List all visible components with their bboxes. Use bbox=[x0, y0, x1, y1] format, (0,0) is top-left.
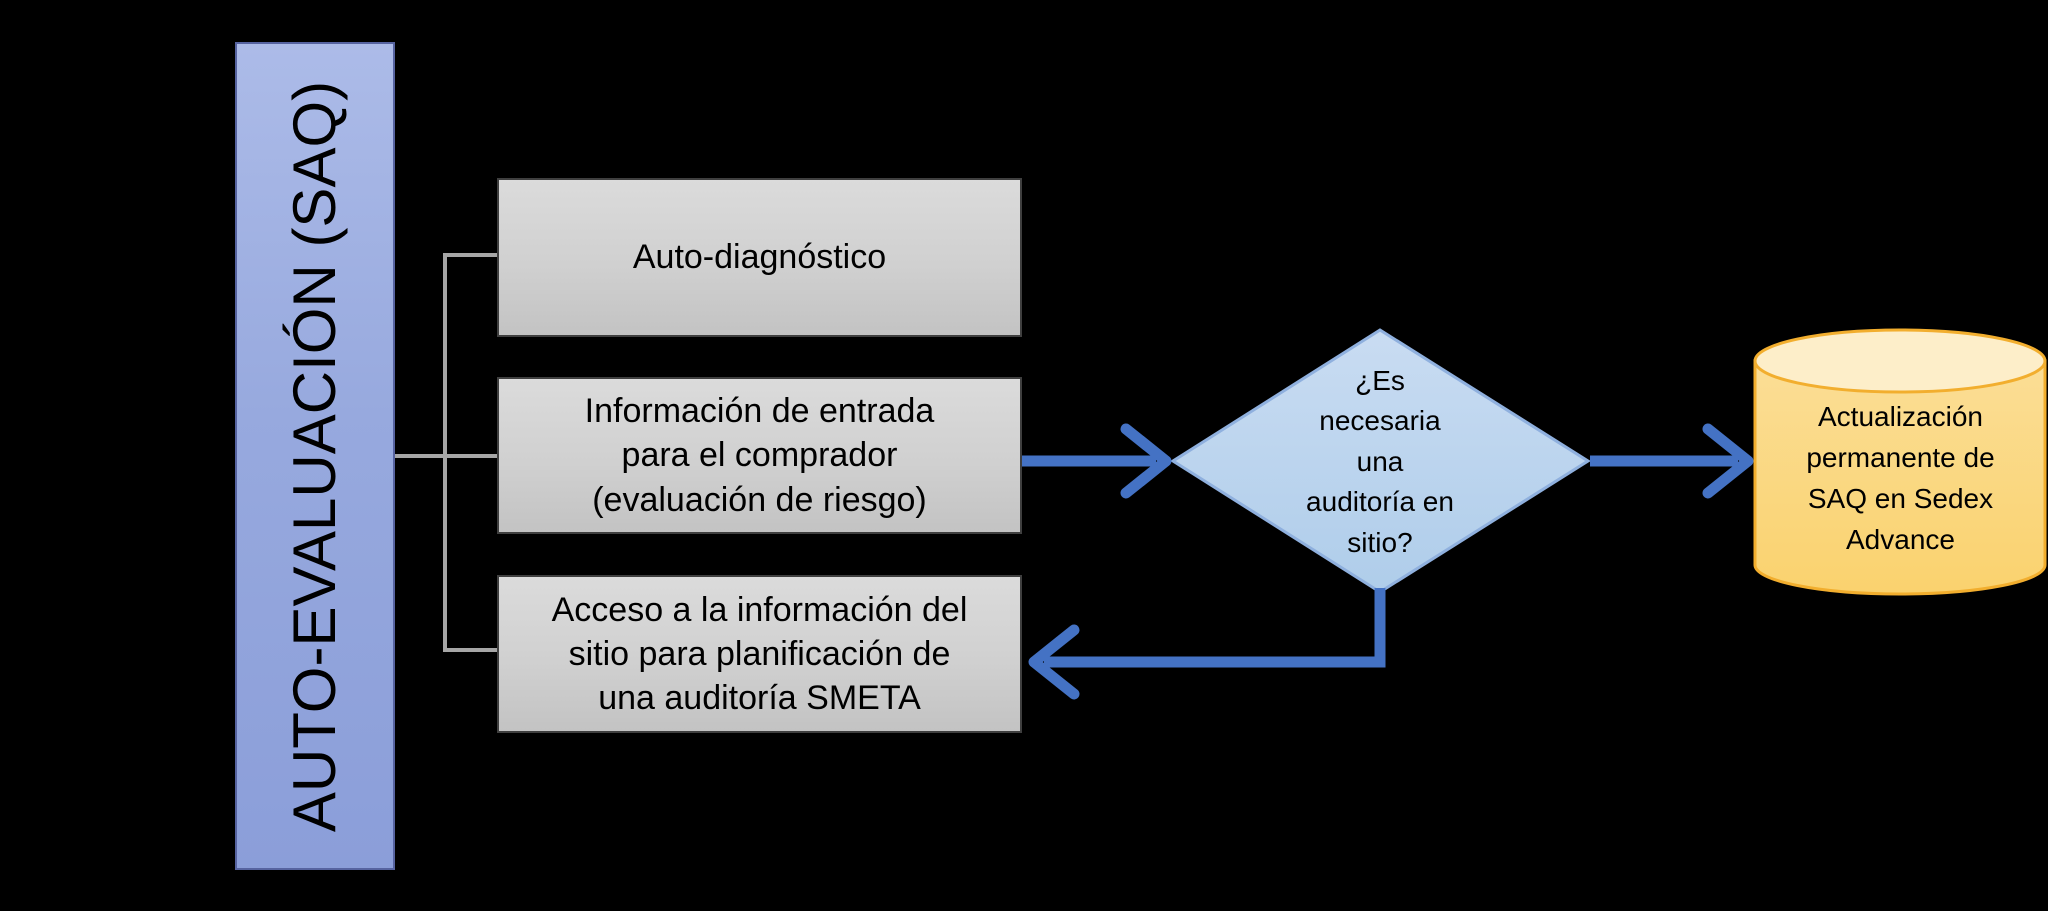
process-box-label: Auto-diagnóstico bbox=[632, 238, 887, 277]
process-box-auto-diagnostico: Auto-diagnóstico bbox=[497, 178, 1022, 337]
sidebar-category-bar: AUTO-EVALUACIÓN (SAQ) bbox=[235, 42, 395, 870]
connector-tree-lines bbox=[395, 253, 497, 652]
sidebar-label: AUTO-EVALUACIÓN (SAQ) bbox=[281, 80, 349, 832]
process-box-label: Acceso a la información del sitio para p… bbox=[551, 590, 968, 718]
decision-diamond-label-area: ¿Es necesaria una auditoría en sitio? bbox=[1235, 352, 1525, 572]
database-cylinder-label-area: Actualización permanente de SAQ en Sedex… bbox=[1763, 392, 2038, 564]
process-box-label: Información de entrada para el comprador… bbox=[584, 392, 935, 519]
database-cylinder-shape bbox=[1753, 328, 2047, 596]
decision-label: ¿Es necesaria una auditoría en sitio? bbox=[1306, 364, 1454, 558]
process-box-acceso-informacion: Acceso a la información del sitio para p… bbox=[497, 575, 1022, 733]
arrow-decision-to-smeta-box bbox=[1028, 588, 1386, 700]
process-box-informacion-entrada: Información de entrada para el comprador… bbox=[497, 377, 1022, 534]
datastore-label: Actualización permanente de SAQ en Sedex… bbox=[1806, 400, 1995, 556]
arrow-box-to-decision bbox=[1022, 423, 1172, 499]
arrow-decision-to-datastore bbox=[1590, 423, 1754, 499]
